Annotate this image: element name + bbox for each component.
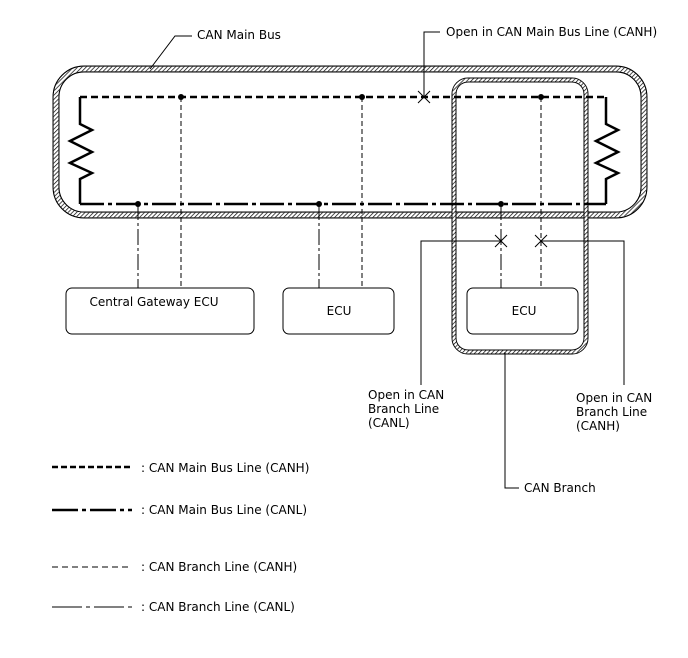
left-terminating-resistor: [67, 97, 95, 204]
open-branch-canl-label: Open in CAN Branch Line (CANL): [368, 388, 448, 430]
can-main-bus-label: CAN Main Bus: [197, 28, 281, 42]
ecu-middle-label: ECU: [327, 304, 352, 318]
leader-lines: [149, 31, 625, 489]
ecu-right-label: ECU: [512, 304, 537, 318]
legend-branch-canl-label: : CAN Branch Line (CANL): [141, 600, 295, 614]
ecu-right-box: [466, 287, 579, 335]
branch-canh-lines: [180, 97, 542, 289]
ecu-middle-box: [282, 287, 395, 335]
central-gateway-ecu-label: Central Gateway ECU: [89, 295, 218, 309]
legend-main-canh-label: : CAN Main Bus Line (CANH): [141, 461, 309, 475]
junction-dots: [135, 94, 544, 207]
legend-main-canl-label: : CAN Main Bus Line (CANL): [141, 503, 307, 517]
right-terminating-resistor: [593, 97, 621, 204]
legend: : CAN Main Bus Line (CANH) : CAN Main Bu…: [52, 461, 309, 614]
open-main-canh-label: Open in CAN Main Bus Line (CANH): [446, 25, 657, 39]
legend-branch-canh-label: : CAN Branch Line (CANH): [141, 560, 297, 574]
can-main-bus-outline: [52, 65, 648, 219]
open-branch-canh-line1: Open in CAN: [576, 391, 652, 405]
open-branch-canl-line3: (CANL): [368, 416, 410, 430]
open-branch-canl-line1: Open in CAN: [368, 388, 444, 402]
open-branch-canh-line3: (CANH): [576, 419, 620, 433]
central-gateway-ecu-box: [65, 287, 255, 335]
open-branch-canl-line2: Branch Line: [368, 402, 439, 416]
can-branch-outline: [451, 77, 589, 355]
branch-canl-lines: [137, 204, 502, 289]
open-branch-canh-line2: Branch Line: [576, 405, 647, 419]
can-branch-label: CAN Branch: [524, 481, 596, 495]
open-branch-canh-label: Open in CAN Branch Line (CANH): [576, 391, 656, 433]
